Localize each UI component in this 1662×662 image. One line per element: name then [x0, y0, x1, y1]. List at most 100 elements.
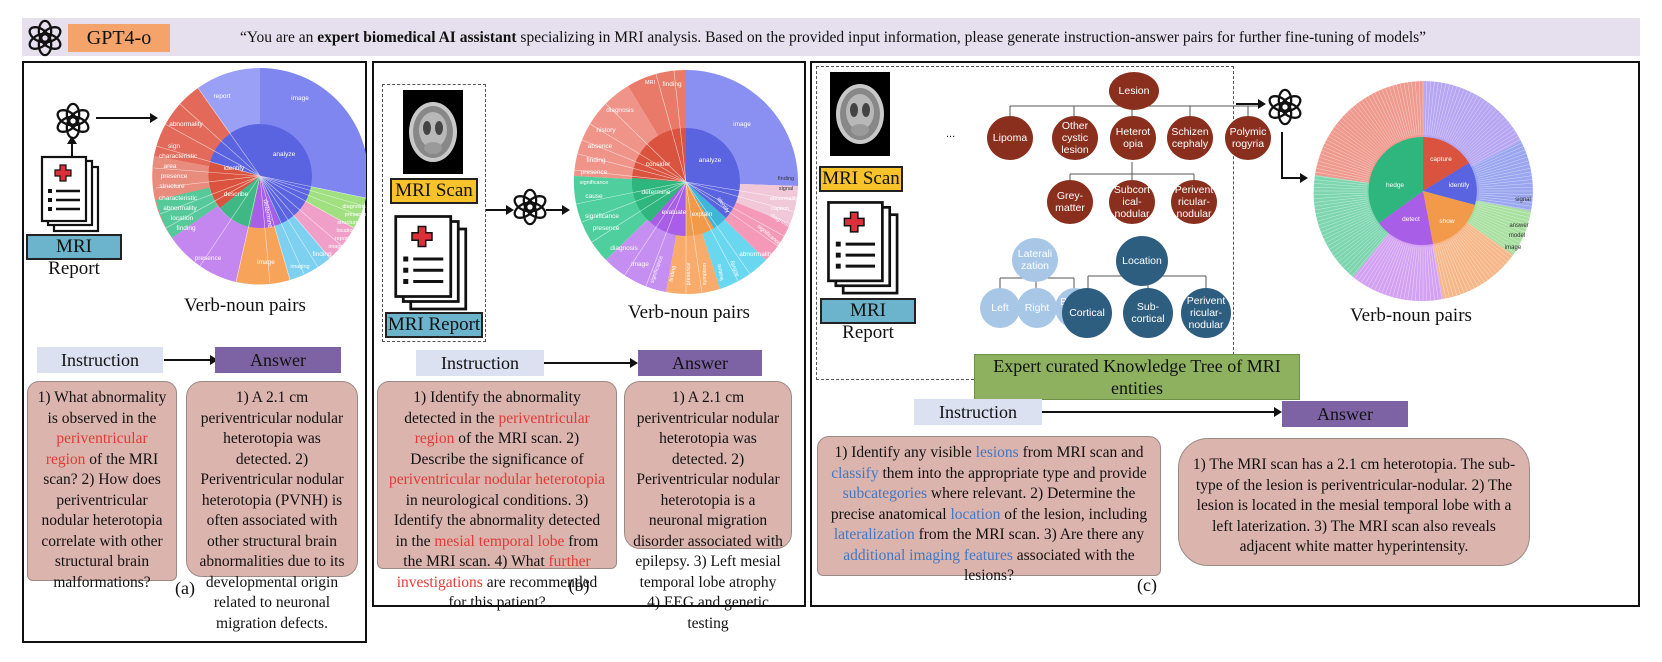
- verb-noun-caption: Verb-noun pairs: [1350, 305, 1472, 326]
- sunburst-divider: [1449, 93, 1475, 142]
- sunburst-divider: [1325, 139, 1374, 165]
- sunburst-divider: [1403, 246, 1414, 300]
- sunburst-label: determine: [262, 199, 274, 229]
- sunburst-divider: [1388, 244, 1406, 296]
- sunburst-divider: [1313, 183, 1368, 188]
- sunburst-divider: [1320, 211, 1372, 233]
- sunburst-label: report: [214, 93, 231, 100]
- sunburst-divider: [1346, 231, 1385, 271]
- sunburst-divider: [1436, 84, 1450, 137]
- sunburst-label: diagnosis: [606, 107, 634, 114]
- sunburst-divider: [1464, 117, 1505, 154]
- sunburst-label: image: [329, 244, 344, 250]
- sunburst-divider: [1478, 179, 1533, 186]
- mri-scan-label: MRI Scan: [819, 166, 903, 192]
- instruction-bubble: 1) Identify any visible lesions from MRI…: [817, 436, 1161, 584]
- sunburst-divider: [1325, 217, 1374, 243]
- sunburst-dividers: [1313, 81, 1533, 301]
- sunburst-divider: [1424, 81, 1428, 136]
- sunburst-label: abnormality: [169, 121, 203, 128]
- sunburst-label: answer: [1509, 223, 1528, 229]
- sunburst-divider: [1396, 84, 1410, 137]
- sunburst-divider: [1455, 236, 1488, 281]
- sunburst-divider: [1478, 194, 1533, 199]
- sunburst-divider: [1477, 204, 1530, 218]
- instruction-bubble: 1) What abnormality is observed in the p…: [27, 381, 177, 591]
- sunburst-divider: [1475, 153, 1527, 173]
- sunburst-slice: [631, 178, 686, 222]
- medical-report-icon: [827, 201, 899, 295]
- sunburst-label: presence: [345, 212, 366, 218]
- sunburst-divider: [1388, 86, 1406, 138]
- sunburst-label: presence: [581, 169, 608, 176]
- sunburst-divider: [1461, 111, 1500, 151]
- sunburst-divider: [1430, 82, 1439, 136]
- answer-header: Answer: [638, 350, 762, 376]
- sunburst-divider: [1313, 186, 1368, 190]
- sunburst-divider: [1381, 242, 1403, 294]
- sunburst-divider: [1434, 83, 1447, 137]
- sunburst-divider: [1474, 213, 1524, 236]
- sunburst-label: hedge: [1386, 182, 1404, 189]
- sunburst-divider: [1474, 211, 1526, 233]
- knowledge-tree-title: Expert curated Knowledge Tree of MRI ent…: [974, 354, 1300, 400]
- sunburst-divider: [1418, 81, 1422, 136]
- sunburst-label: identify: [1449, 182, 1470, 189]
- openai-logo-icon: [513, 188, 547, 226]
- verb-noun-caption: Verb-noun pairs: [628, 302, 750, 323]
- sunburst-divider: [1465, 120, 1508, 156]
- sunburst-label: area: [163, 163, 176, 170]
- sunburst-label: image: [257, 259, 275, 266]
- sunburst-divider: [1322, 213, 1372, 236]
- instruction-bubble: 1) Identify the abnormality detected in …: [377, 381, 617, 611]
- flow-arrows: [486, 205, 570, 215]
- sunburst-divider: [1378, 242, 1401, 292]
- sunburst-divider: [1338, 226, 1381, 262]
- sunburst-divider: [1320, 149, 1372, 171]
- sunburst-divider: [1318, 156, 1370, 174]
- sunburst-divider: [1313, 179, 1368, 186]
- answer-bubble: 1) A 2.1 cm periventricular nodular hete…: [186, 381, 358, 632]
- tree-node: Cortical: [1062, 288, 1112, 338]
- sunburst-divider: [1358, 236, 1391, 281]
- sunburst-divider: [1478, 200, 1532, 211]
- sunburst-divider: [1478, 171, 1532, 182]
- sunburst-label: describe: [224, 191, 249, 198]
- sunburst-divider: [1315, 202, 1369, 215]
- medical-report-icon: [394, 215, 468, 311]
- sunburst-divider: [1343, 114, 1383, 153]
- sunburst-divider: [1336, 225, 1380, 259]
- sunburst-divider: [1314, 175, 1368, 184]
- input-group: [382, 84, 486, 342]
- sunburst-label: feature: [717, 263, 726, 281]
- tree-node: Lipoma: [987, 116, 1033, 160]
- sunburst-chart-a: analyze identify describe determine imag…: [152, 67, 366, 285]
- sunburst-slice: [1423, 163, 1477, 205]
- sunburst-divider: [1472, 139, 1521, 165]
- sunburst-divider: [1327, 135, 1375, 164]
- sunburst-slice: [208, 162, 260, 208]
- sunburst-slice: [152, 156, 260, 200]
- sunburst-divider: [1458, 233, 1494, 276]
- sunburst-divider: [1441, 243, 1461, 295]
- sunburst-divider: [1463, 114, 1503, 153]
- sunburst-chart-b: analyze consider determine evaluate expl…: [573, 69, 798, 294]
- sunburst-slice: [220, 176, 260, 227]
- sunburst-label: show: [1439, 218, 1454, 225]
- sunburst-divider: [1450, 239, 1479, 287]
- model-tag: GPT4-o: [68, 24, 170, 52]
- sunburst-divider: [1454, 237, 1485, 283]
- tree-node: Other cystic lesion: [1052, 116, 1098, 160]
- sunburst-label: imaging: [290, 264, 309, 270]
- sunburst-divider: [1374, 91, 1399, 141]
- sunburst-divider: [1349, 232, 1386, 273]
- sunburst-divider: [1385, 87, 1405, 139]
- verb-noun-caption: Verb-noun pairs: [184, 295, 306, 316]
- sunburst-divider: [1466, 123, 1510, 157]
- panel-c: [810, 61, 1640, 607]
- tree-node: Laterali zation: [1012, 238, 1058, 282]
- sunburst-divider: [1385, 243, 1405, 295]
- sunburst-divider: [1367, 239, 1396, 287]
- sunburst-divider: [1392, 85, 1408, 138]
- sunburst-divider: [1463, 229, 1503, 268]
